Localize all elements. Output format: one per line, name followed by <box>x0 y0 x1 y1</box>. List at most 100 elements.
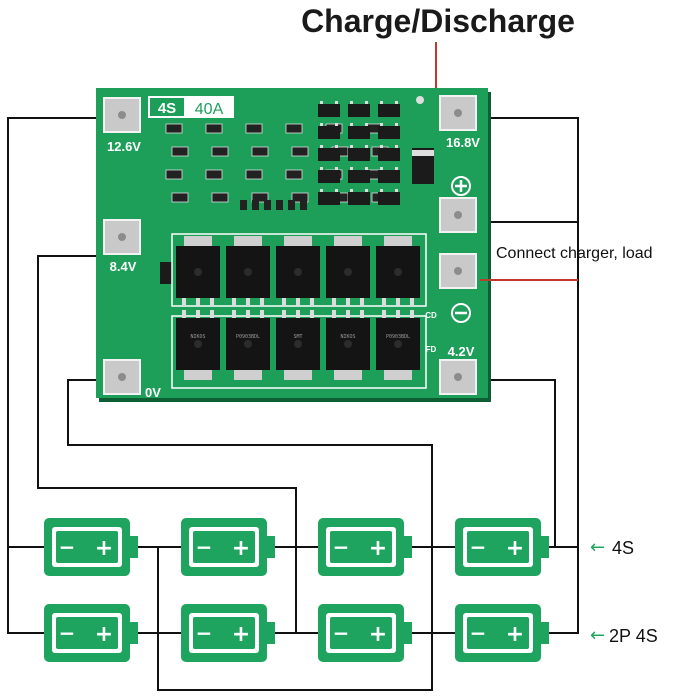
mosfet-leg <box>210 310 214 318</box>
smd-resistor <box>245 169 263 180</box>
battery-plus: + <box>95 536 113 561</box>
pad-label-0v: 0V <box>145 385 161 400</box>
battery-inner <box>56 617 118 649</box>
mosfet-leg <box>182 310 186 318</box>
ic-chip <box>378 148 400 161</box>
smd-part <box>160 262 172 284</box>
mosfet-leg <box>382 310 386 318</box>
smd-resistor <box>211 146 229 157</box>
battery-inner <box>193 531 255 563</box>
ic-pin <box>380 101 383 104</box>
ic-pin <box>350 167 353 170</box>
ic-pin <box>395 123 398 126</box>
mosfet-dot <box>194 268 202 276</box>
pad-label-16v8: 16.8V <box>446 135 480 150</box>
pad-hole <box>118 373 126 381</box>
ic-chip <box>378 170 400 183</box>
ic-pin <box>335 123 338 126</box>
battery-minus: − <box>470 535 487 559</box>
mosfet-marking: SMT <box>293 334 302 340</box>
battery-cell: −+ <box>181 604 275 662</box>
battery-cell: −+ <box>318 518 412 576</box>
row-label-4s: 4S <box>612 538 634 558</box>
ic-pin <box>365 189 368 192</box>
smd-resistor <box>251 192 269 203</box>
battery-minus: − <box>196 535 213 559</box>
wire-segment <box>7 117 110 548</box>
ic-pin <box>380 145 383 148</box>
mosfet-leg <box>296 310 300 318</box>
battery-cell: −+ <box>318 604 412 662</box>
connect-charger-label: Connect charger, load <box>496 245 653 262</box>
mount-hole <box>416 96 424 104</box>
board-model: 4S <box>158 100 176 117</box>
battery-inner <box>330 617 392 649</box>
mosfet-marking: P0903BDL <box>386 334 410 340</box>
mosfet-dot <box>344 340 352 348</box>
mosfet-leg <box>246 310 250 318</box>
mosfet-leg <box>360 310 364 318</box>
mosfet-leg <box>296 298 300 306</box>
mosfet-leg <box>410 310 414 318</box>
battery-plus: + <box>506 536 524 561</box>
smd-components <box>160 96 434 284</box>
solder-pad <box>439 253 477 289</box>
battery-plus: + <box>232 622 250 647</box>
pad-hole <box>454 373 462 381</box>
ic-pin <box>350 101 353 104</box>
battery-inner <box>330 531 392 563</box>
ic-pin <box>335 145 338 148</box>
smd-resistor <box>285 123 303 134</box>
mosfet-tab <box>384 370 412 380</box>
wire-segment <box>157 547 433 691</box>
battery-minus: − <box>59 621 76 645</box>
smd-resistor <box>171 192 189 203</box>
diagram-title: Charge/Discharge <box>301 3 575 39</box>
battery-terminal <box>267 536 275 558</box>
mosfet-dot <box>194 340 202 348</box>
mosfet-tab <box>184 370 212 380</box>
mosfet-leg <box>346 298 350 306</box>
smd-resistor <box>245 123 263 134</box>
battery-terminal <box>541 622 549 644</box>
ic-pin <box>380 189 383 192</box>
mosfet-leg <box>246 298 250 306</box>
mosfet-leg <box>360 298 364 306</box>
ic-chip <box>378 126 400 139</box>
row-label-2p4s: 2P 4S <box>609 626 658 646</box>
mosfet-leg <box>396 310 400 318</box>
mosfet-leg <box>410 298 414 306</box>
ic-chip <box>348 104 370 117</box>
ic-pin <box>320 167 323 170</box>
ic-chip <box>318 192 340 205</box>
ic-pin <box>365 101 368 104</box>
ic-pin <box>335 189 338 192</box>
ic-chip <box>318 104 340 117</box>
mosfet-dot <box>294 340 302 348</box>
battery-cell: −+ <box>44 604 138 662</box>
ic-chip <box>348 148 370 161</box>
battery-plus: + <box>232 536 250 561</box>
model-badge-inner <box>150 98 184 116</box>
pad-hole <box>118 111 126 119</box>
connection-pads <box>103 95 477 395</box>
ic-pin <box>365 167 368 170</box>
mosfet-leg <box>282 298 286 306</box>
ic-chip <box>348 126 370 139</box>
battery-minus: − <box>196 621 213 645</box>
ic-chip <box>378 192 400 205</box>
smd-resistor <box>205 123 223 134</box>
ic-pin <box>365 145 368 148</box>
ic-pin <box>320 101 323 104</box>
mosfet-leg <box>332 298 336 306</box>
smd-resistor <box>251 146 269 157</box>
battery-inner <box>193 617 255 649</box>
battery-terminal <box>130 536 138 558</box>
pad-hole <box>118 233 126 241</box>
mosfet-dot <box>244 340 252 348</box>
mosfet-tab <box>284 236 312 246</box>
ic-pin <box>350 145 353 148</box>
mosfet-leg <box>332 310 336 318</box>
smd-resistor <box>285 169 303 180</box>
